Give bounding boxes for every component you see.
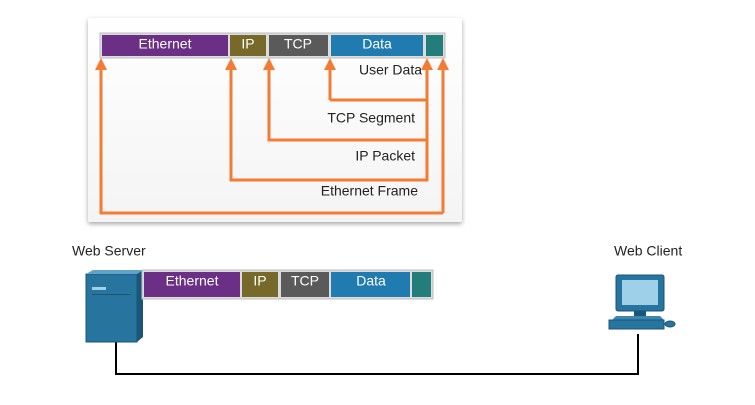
ethernet-frame-label: Ethernet Frame [321,183,418,199]
top-data-segment [331,35,423,56]
bottom-tcp-segment [281,272,329,297]
top-data-label: Data [362,36,392,52]
web-server-label: Web Server [72,243,146,259]
bottom-ip-segment [242,272,278,297]
user-data-label: User Data [359,62,422,78]
top-ip-segment [230,35,266,56]
bottom-data-segment [331,272,410,297]
top-trailer-segment [426,35,443,56]
ethernet-frame-arrow-left [95,58,443,215]
top-ethernet-segment [102,35,228,56]
ip-packet-arrow [225,58,429,182]
bottom-tcp-label: TCP [291,273,319,289]
network-cable [115,334,639,375]
bottom-ip-label: IP [253,273,266,289]
bottom-trailer-segment [412,272,431,297]
tcp-segment-arrow [263,58,427,142]
top-frame: Ethernet IP TCP Data [99,32,446,59]
bottom-ethernet-segment [144,272,240,297]
encapsulation-arrows [95,58,449,215]
bottom-frame: Ethernet IP TCP Data [141,269,434,300]
server-icon [85,270,143,343]
web-client-label: Web Client [614,243,682,259]
top-ip-label: IP [241,36,254,52]
computer-icon [608,274,676,330]
ip-packet-label: IP Packet [355,148,415,164]
top-ethernet-label: Ethernet [139,36,192,52]
top-tcp-segment [269,35,328,56]
bottom-data-label: Data [356,273,386,289]
bottom-ethernet-label: Ethernet [166,273,219,289]
top-tcp-label: TCP [284,36,312,52]
tcp-segment-label: TCP Segment [327,110,415,126]
